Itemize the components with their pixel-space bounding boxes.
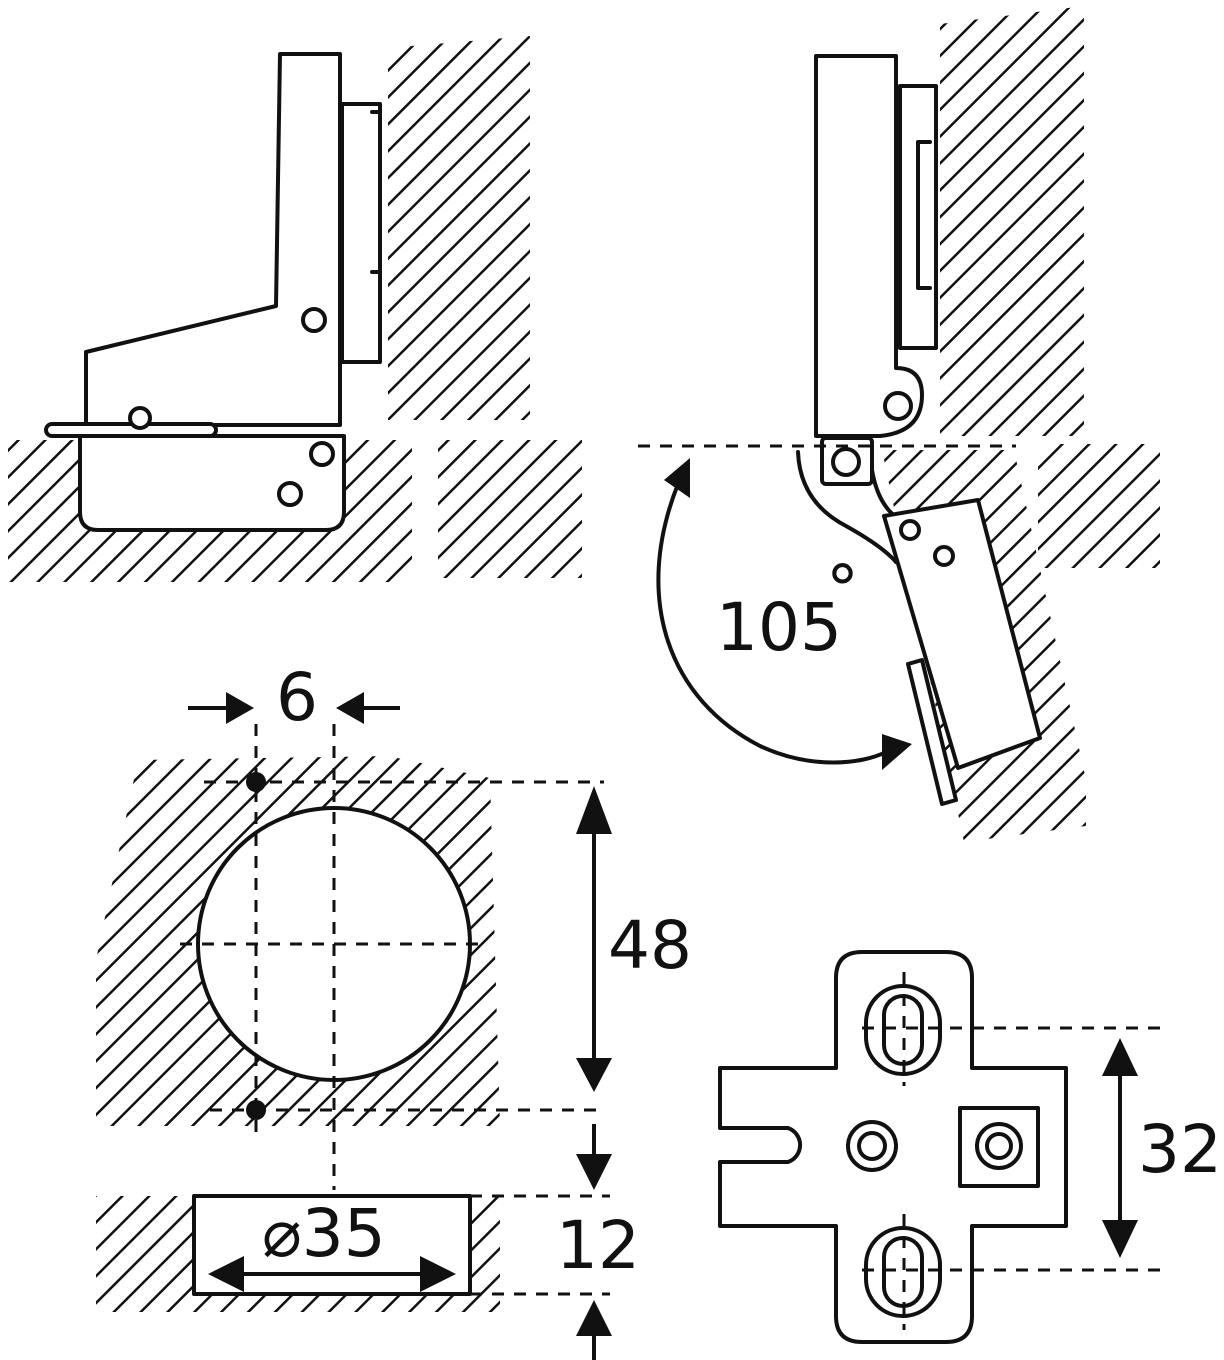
cup-hole-upper xyxy=(309,441,335,467)
degree-symbol: ° xyxy=(826,551,859,628)
arm-pivot-hole xyxy=(301,307,327,333)
hinge-arm-closed xyxy=(84,52,342,427)
cabinet-wall-hatch-open xyxy=(940,6,1084,436)
plate-slot-open xyxy=(916,140,932,290)
depth-arrow-bottom xyxy=(576,1300,612,1336)
hinge-cup-side xyxy=(78,434,346,532)
swung-cup-hole-1 xyxy=(899,519,921,541)
plate-spacing-label: 32 xyxy=(1138,1111,1222,1188)
depth-arrow-top xyxy=(576,1154,612,1190)
pivot-hole xyxy=(831,447,861,477)
plate-arrow-bottom xyxy=(1102,1220,1138,1258)
swung-cup-hole-2 xyxy=(933,545,955,567)
mounting-plate-view: 32 xyxy=(718,950,1222,1344)
arm-hole-open xyxy=(883,391,913,421)
spacing-arrow-bottom xyxy=(576,1058,612,1092)
door-panel-right-hatch xyxy=(438,440,582,578)
plate-slot xyxy=(370,110,382,274)
diameter-arrow-right xyxy=(420,1256,456,1292)
mounting-plate-side xyxy=(340,102,382,364)
slot-bottom-outer xyxy=(864,1226,942,1318)
center-screw-inner xyxy=(857,1131,887,1161)
screw-hole-bottom xyxy=(246,1100,266,1120)
square-boss xyxy=(958,1106,1040,1188)
closed-hinge-view xyxy=(8,36,582,582)
opening-angle-arc xyxy=(656,483,887,765)
offset-arrow-left xyxy=(226,692,254,724)
plate-arrow-top xyxy=(1102,1038,1138,1076)
center-screw-outer xyxy=(846,1120,898,1172)
offset-arrow-right xyxy=(336,692,364,724)
cup-diameter-label: ⌀35 xyxy=(262,1195,386,1272)
opening-angle-label: 105 xyxy=(716,589,842,666)
linkage-curve xyxy=(796,450,898,564)
drilling-pattern-view: 6 48 ⌀35 12 xyxy=(96,659,692,1360)
hinge-offset-label: 6 xyxy=(276,659,318,736)
swung-cup xyxy=(882,498,1042,770)
angle-arrow-bottom xyxy=(882,734,912,770)
door-edge-hatch-right xyxy=(1038,444,1160,568)
base-rivet xyxy=(128,406,152,430)
slot-top-outer xyxy=(864,984,942,1076)
mounting-plate-outline xyxy=(718,950,1068,1344)
screw-hole-top xyxy=(246,772,266,792)
cup-hole-lower xyxy=(277,481,303,507)
hinge-arm-open xyxy=(814,54,924,438)
hole-spacing-label: 48 xyxy=(608,907,692,984)
cup-depth-label: 12 xyxy=(556,1207,640,1284)
diameter-arrow-left xyxy=(208,1256,244,1292)
door-front-strip xyxy=(906,658,958,806)
angle-arrow-top xyxy=(664,458,690,498)
boss-screw-inner xyxy=(985,1132,1013,1160)
spacing-arrow-top xyxy=(576,786,612,834)
open-hinge-view: 105 ° xyxy=(638,6,1160,842)
cabinet-wall-hatch xyxy=(388,36,530,420)
boss-screw-outer xyxy=(975,1122,1023,1170)
